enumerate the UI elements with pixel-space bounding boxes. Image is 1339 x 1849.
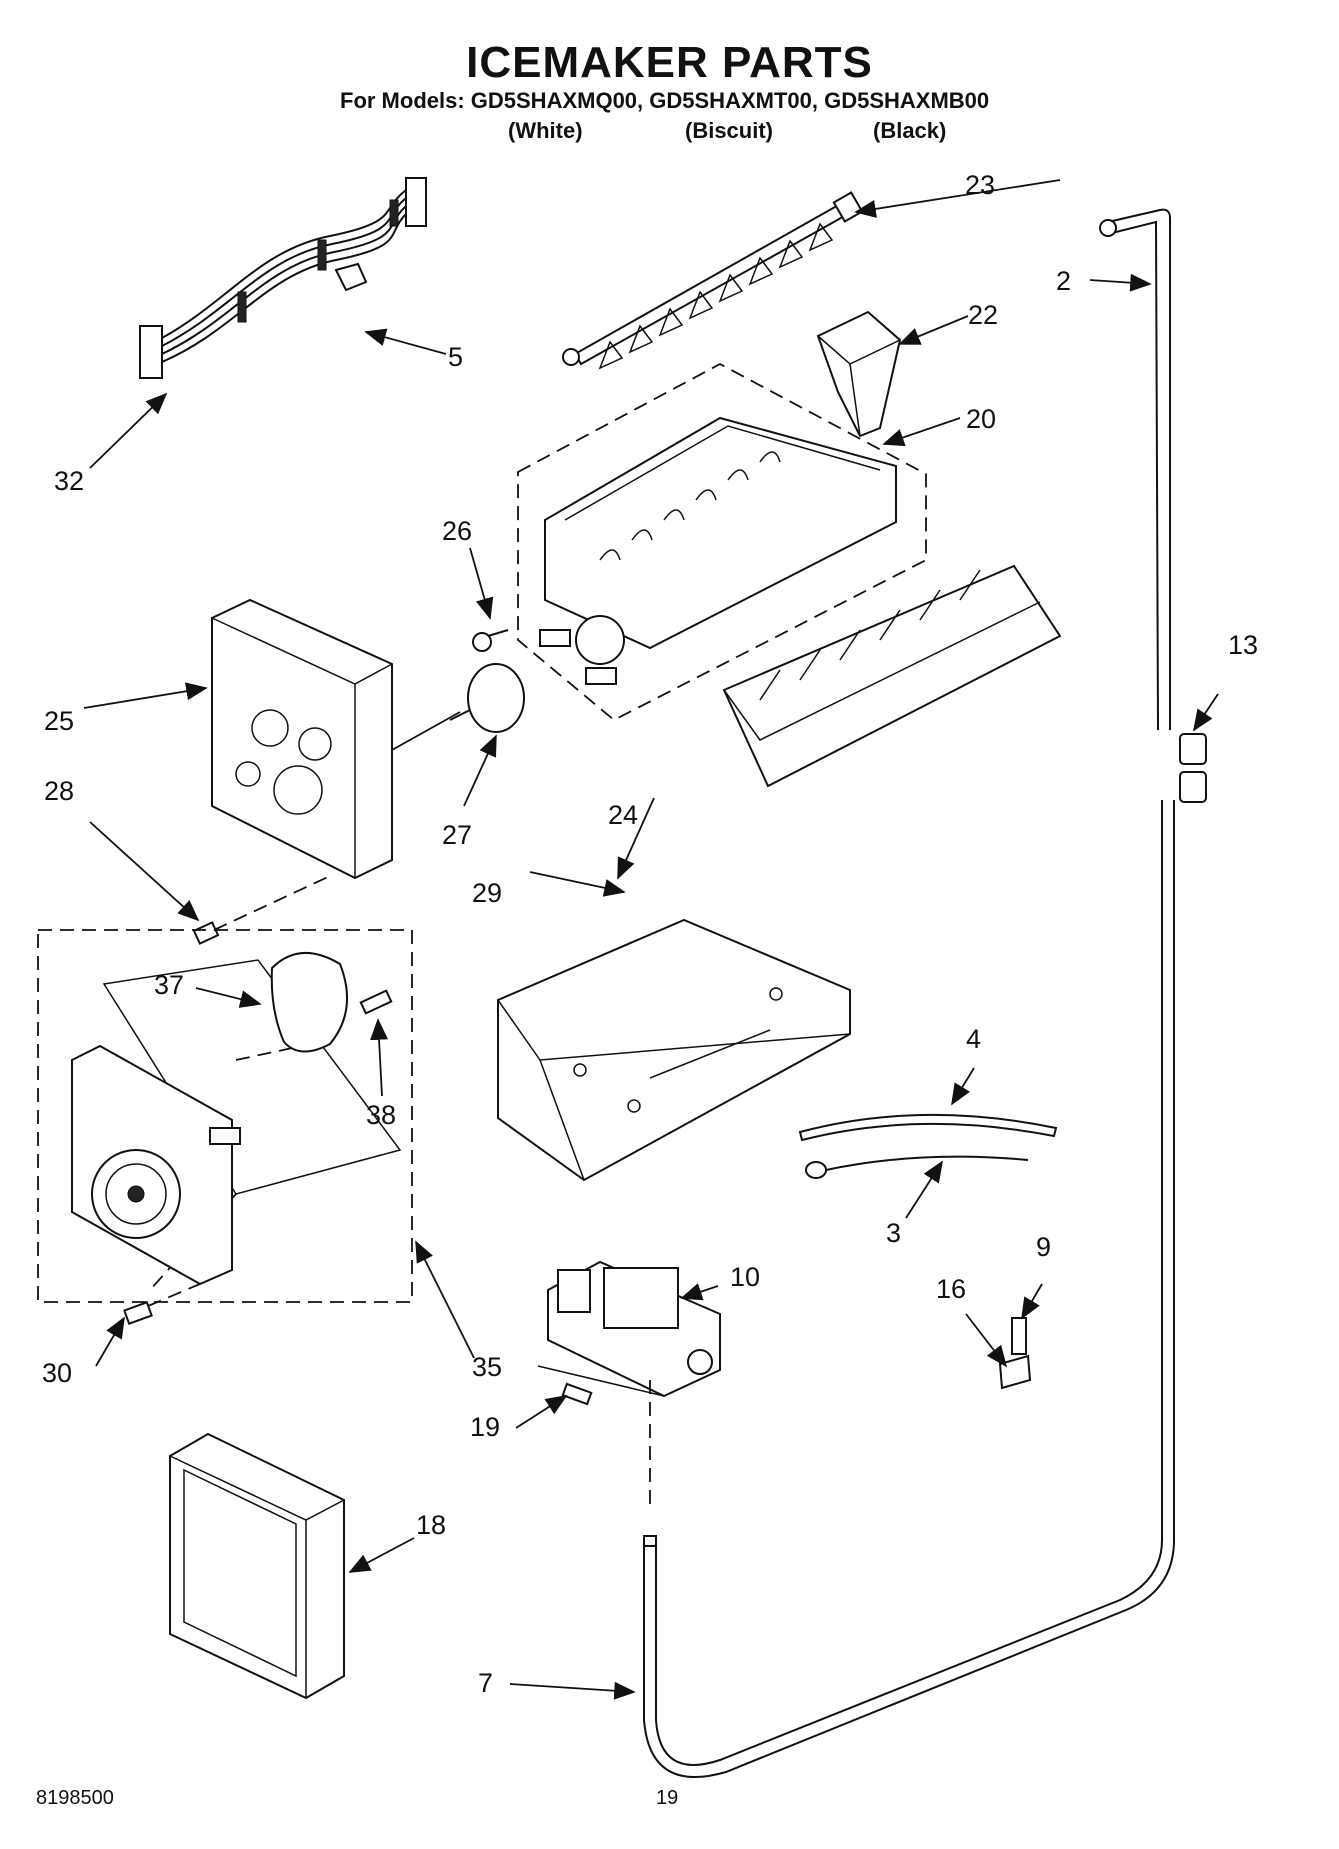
callout-30: 30 — [42, 1358, 73, 1388]
callout-19: 19 — [470, 1412, 501, 1442]
screw-part-28 — [192, 921, 220, 945]
callout-23: 23 — [965, 170, 996, 200]
callout-5: 5 — [448, 342, 464, 372]
callout-35: 35 — [472, 1352, 503, 1382]
callout-29: 29 — [472, 878, 503, 908]
thermostat-part-27 — [449, 663, 525, 733]
dash-line-30 — [147, 1283, 201, 1307]
connector-line-27 — [391, 711, 461, 751]
housing-part-25 — [211, 598, 393, 880]
callout-27: 27 — [442, 820, 473, 850]
models-line: For Models: GD5SHAXMQ00, GD5SHAXMT00, GD… — [340, 88, 990, 113]
dash-line-28 — [213, 875, 331, 931]
callout-18: 18 — [416, 1510, 447, 1540]
box-part-18 — [169, 1432, 345, 1700]
page-number: 19 — [656, 1787, 679, 1809]
fill-tube-part-2 — [1099, 208, 1171, 731]
color-white: (White) — [508, 118, 583, 143]
callout-2: 2 — [1056, 266, 1072, 296]
screw-part-26 — [472, 629, 509, 652]
callout-32: 32 — [54, 466, 85, 496]
clamp-part-16 — [998, 1354, 1032, 1390]
front-cover-part-24 — [722, 564, 1062, 788]
motor-plate — [71, 1044, 241, 1286]
callout-10: 10 — [730, 1262, 761, 1292]
clip-part-5 — [334, 262, 368, 292]
callout-28: 28 — [44, 776, 75, 806]
screw-part-30 — [123, 1301, 153, 1325]
screw-part-9 — [1011, 1317, 1027, 1355]
doc-number: 8198500 — [36, 1787, 114, 1809]
callout-37: 37 — [154, 970, 185, 1000]
callout-9: 9 — [1036, 1232, 1052, 1262]
callout-25: 25 — [44, 706, 75, 736]
callout-3: 3 — [886, 1218, 902, 1248]
screw-part-38 — [359, 989, 393, 1015]
callout-22: 22 — [968, 300, 999, 330]
water-line-part-7 — [643, 800, 1175, 1778]
shield-part-29 — [497, 918, 851, 1182]
motor-part-37 — [270, 951, 349, 1053]
mold-part-20 — [517, 362, 927, 722]
callout-24: 24 — [608, 800, 639, 830]
tube-part-4 — [798, 1113, 1058, 1142]
leader-lines — [83, 179, 1219, 1700]
callout-4: 4 — [966, 1024, 982, 1054]
callout-13: 13 — [1228, 630, 1259, 660]
ejector-part-23 — [562, 191, 864, 370]
callout-16: 16 — [936, 1274, 967, 1304]
callout-7: 7 — [478, 1668, 494, 1698]
callout-38: 38 — [366, 1100, 397, 1130]
tube-part-3 — [805, 1155, 1029, 1179]
screw-part-19 — [561, 1382, 593, 1406]
callout-20: 20 — [966, 404, 997, 434]
water-valve-part-10 — [537, 1260, 721, 1398]
coupling-part-13 — [1179, 733, 1207, 803]
cover-part-22 — [816, 310, 902, 438]
color-black: (Black) — [873, 118, 947, 143]
wire-harness-part-32 — [139, 177, 427, 379]
callout-26: 26 — [442, 516, 473, 546]
page-title: ICEMAKER PARTS — [466, 38, 873, 87]
color-biscuit: (Biscuit) — [685, 118, 773, 143]
